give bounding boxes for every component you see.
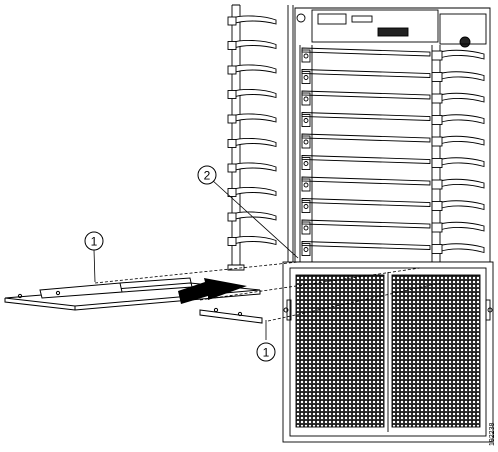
line-card (301, 47, 431, 63)
cable-bracket (431, 178, 485, 190)
left-cable-rack (227, 4, 277, 271)
callout-1-top: 1 (84, 231, 104, 251)
cable-bracket (227, 138, 277, 148)
callout-1-bottom: 1 (256, 342, 276, 362)
rack-side-frame (287, 5, 294, 270)
svg-text:1: 1 (263, 346, 270, 360)
chassis (294, 7, 491, 276)
line-card (301, 198, 431, 213)
cable-bracket (431, 71, 485, 82)
cable-bracket (431, 135, 485, 147)
line-card (301, 176, 431, 192)
callout-leaders (93, 179, 299, 340)
line-card (301, 112, 431, 127)
direction-arrow (178, 278, 247, 304)
cable-bracket (431, 49, 485, 61)
cable-bracket (227, 236, 277, 246)
vent-panel (282, 261, 494, 443)
svg-text:1: 1 (91, 235, 98, 249)
callout-2: 2 (197, 165, 217, 185)
line-card (301, 155, 431, 170)
cable-bracket (227, 211, 277, 222)
svg-text:2: 2 (204, 169, 211, 183)
cable-bracket (227, 40, 277, 50)
cable-bracket (431, 200, 485, 211)
line-card (301, 133, 431, 149)
cable-bracket (431, 114, 485, 125)
cable-bracket (227, 15, 277, 26)
cable-bracket (227, 162, 277, 173)
cable-bracket (227, 187, 277, 197)
line-card (301, 219, 431, 235)
cable-bracket (431, 92, 485, 104)
cable-bracket (431, 243, 485, 254)
cable-bracket (227, 64, 277, 75)
line-card (301, 241, 431, 256)
cable-bracket (227, 89, 277, 99)
cable-bracket (431, 157, 485, 168)
cable-bracket (431, 221, 485, 233)
line-card (301, 90, 431, 106)
alignment-lines (94, 261, 441, 322)
figure-id: 192238 (489, 423, 496, 446)
cable-bracket (227, 113, 277, 124)
line-card (301, 69, 431, 84)
